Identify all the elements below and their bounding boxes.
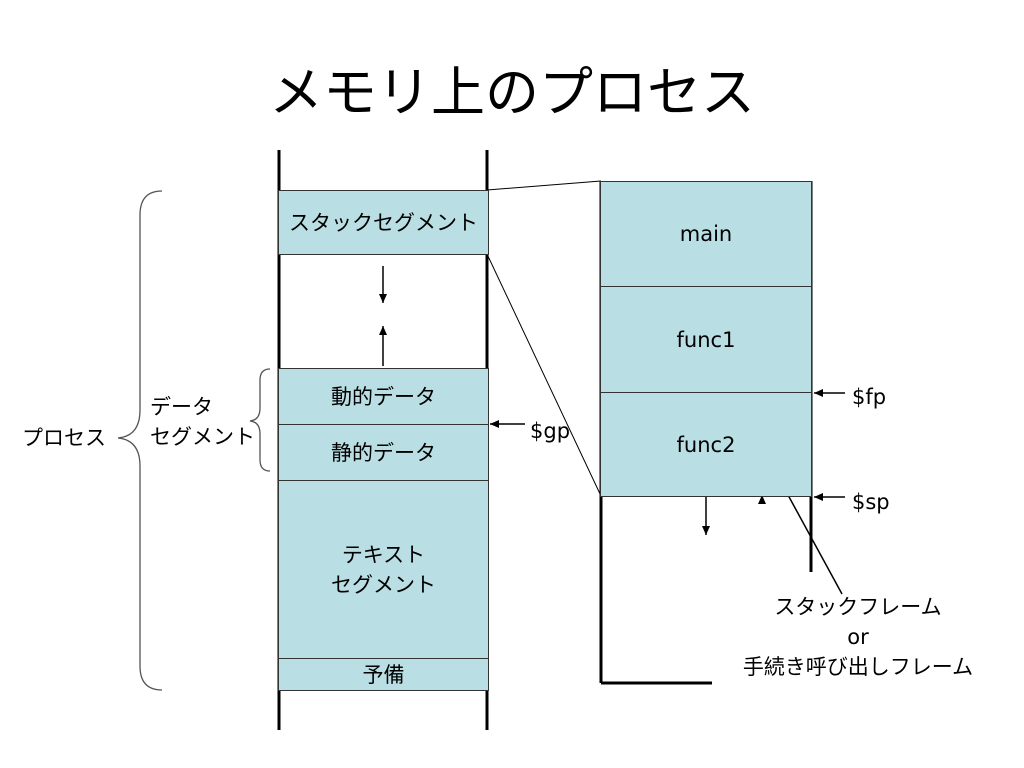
process-label: プロセス (22, 426, 106, 450)
reserved-segment: 予備 (278, 658, 489, 691)
data-segment-label: データ セグメント (150, 395, 255, 449)
static-data-segment: 静的データ (278, 424, 489, 481)
func1-frame: func1 (600, 286, 812, 393)
main-frame: main (600, 181, 812, 287)
sp-label: $sp (852, 490, 890, 514)
fp-label: $fp (852, 385, 887, 409)
page-title: メモリ上のプロセス (269, 61, 755, 124)
dynamic-data-segment: 動的データ (278, 368, 489, 425)
stack-frame-caption: スタックフレーム or 手続き呼び出しフレーム (742, 595, 974, 679)
data-segment-brace (249, 368, 271, 472)
text-segment: テキスト セグメント (278, 480, 489, 659)
process-brace (117, 190, 163, 691)
func2-frame: func2 (600, 392, 812, 497)
zoom-line-bottom (486, 253, 602, 497)
zoom-line-top (486, 180, 602, 191)
stack-segment: スタックセグメント (278, 190, 489, 255)
gp-label: $gp (530, 419, 571, 443)
